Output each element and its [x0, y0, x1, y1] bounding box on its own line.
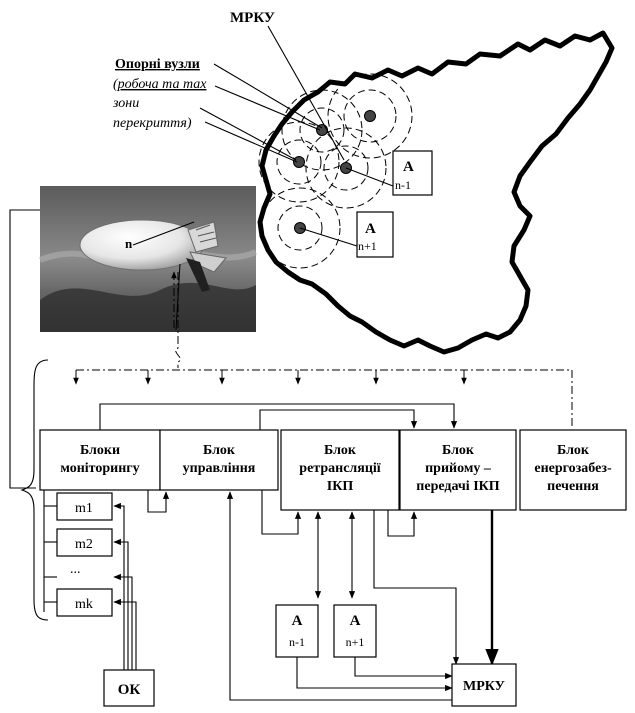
block-rx-tx [399, 429, 517, 511]
ok-label: ОК [118, 682, 141, 698]
map-node-a-n-minus-1 [392, 150, 433, 196]
monitor-m1-label: m1 [75, 501, 93, 516]
ok-box [103, 669, 155, 707]
mrku-bottom-box [451, 663, 517, 707]
block-control-l2: управління [183, 461, 256, 476]
region-map-outline [257, 30, 615, 355]
bottom-a2-index: n+1 [346, 635, 365, 649]
monitor-mk [56, 588, 113, 617]
mrku-leader-line [267, 25, 345, 161]
block-rxtx-l1: Блок [442, 443, 475, 458]
ok-links [113, 490, 170, 670]
support-nodes-line3: перекриття) [113, 116, 192, 131]
block-monitoring [39, 429, 161, 491]
monitor-ellipsis: ... [70, 562, 81, 577]
map-node-a-n-plus-1 [356, 211, 394, 258]
airship-photo [38, 186, 258, 332]
block-control-l1: Блок [203, 443, 236, 458]
mrku-bottom-label: МРКУ [463, 679, 505, 694]
monitor-mk-label: mk [75, 597, 93, 612]
map-a1-index: n-1 [395, 178, 411, 192]
block-relay [280, 429, 400, 511]
support-nodes-label: Опорні вузли (робоча та тах зони перекри… [112, 57, 207, 131]
block-relay-l2: ретрансляції [299, 461, 380, 476]
relay-links [314, 510, 499, 666]
block-monitoring-l1: Блоки [80, 443, 120, 458]
control-links [226, 490, 452, 701]
block-energy-l1: Блок [557, 443, 590, 458]
block-relay-l3: ІКП [327, 479, 354, 494]
support-nodes-line1: (робоча та тах [113, 77, 207, 92]
block-relay-l1: Блок [324, 443, 357, 458]
airship-tether [175, 272, 181, 368]
monitor-m2-label: m2 [75, 537, 93, 552]
block-control [159, 429, 279, 491]
monitor-m2 [56, 528, 113, 557]
block-energy-l3: печення [547, 479, 599, 494]
bottom-a1-index: n-1 [289, 635, 305, 649]
bottom-node-a-n-plus-1 [333, 604, 377, 658]
airship-label: n [125, 236, 133, 251]
support-nodes-leaders [199, 63, 323, 163]
bottom-a1-letter: А [292, 613, 303, 629]
block-rxtx-l3: передачі ІКП [416, 479, 500, 494]
mrku-top-label: МРКУ [230, 10, 275, 26]
support-nodes-line2: зони [112, 96, 139, 111]
bottom-a2-letter: А [350, 613, 361, 629]
block-energy [519, 429, 627, 511]
bottom-a-links [296, 657, 453, 692]
coverage-zones [258, 73, 413, 269]
map-a1-link [345, 167, 394, 187]
monitor-list: m1 m2 ... mk [43, 490, 113, 617]
monitor-m1 [56, 492, 113, 521]
block-monitoring-l2: моніторингу [60, 461, 139, 476]
map-a1-letter: А [403, 159, 414, 175]
left-grouping-line [9, 209, 40, 489]
map-a2-link [299, 227, 358, 247]
map-a2-letter: А [365, 221, 376, 237]
block-rxtx-l2: прийому – [425, 461, 492, 476]
block-energy-l2: енергозабез- [534, 461, 612, 476]
left-brace [20, 359, 49, 621]
upper-block-links [99, 403, 458, 430]
support-nodes-title: Опорні вузли [115, 57, 200, 72]
distribution-bus [73, 369, 573, 428]
map-a2-index: n+1 [358, 239, 377, 253]
